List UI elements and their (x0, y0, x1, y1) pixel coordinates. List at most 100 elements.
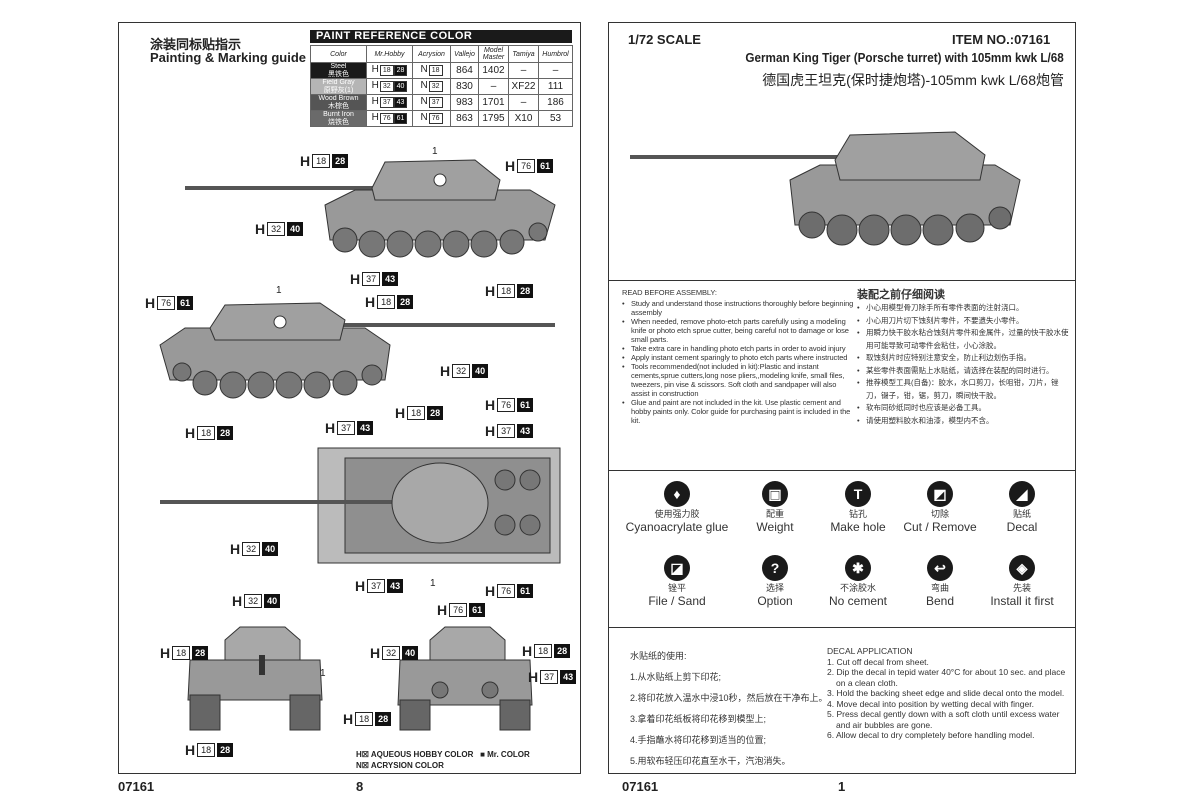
instruction-item-cn: 软布同砂纸同时也应该是必备工具。 (857, 402, 1071, 415)
instruction-item: Study and understand those instructions … (622, 299, 854, 317)
hobby-code: 37 (540, 670, 559, 684)
icon-label: Cut / Remove (903, 520, 977, 534)
mr-color-code: 40 (287, 222, 304, 236)
icon-label-cn: 锉平 (667, 583, 686, 593)
hobby-code: 32 (267, 222, 286, 236)
table-header: Color (310, 45, 367, 63)
icon-label-cn: 使用强力胶 (654, 509, 700, 519)
mm-cell: 1701 (478, 94, 509, 111)
hobby-code: 76 (157, 296, 176, 310)
tank-front-view (187, 626, 323, 731)
instruction-item-cn: 小心用模型骨刀除手所有零件表面的注射浇口。 (857, 302, 1071, 315)
instruction-item: Take extra care in handling photo etch p… (622, 344, 854, 353)
hobby-code: 76 (497, 584, 516, 598)
table-header: Tamiya (508, 45, 539, 63)
icon-label-cn: 选择 (765, 583, 784, 593)
read-before-assembly: READ BEFORE ASSEMBLY: Study and understa… (622, 288, 854, 425)
hobby-code: 37 (362, 272, 381, 286)
tank-top-view (160, 447, 561, 564)
callout-prefix: H (350, 271, 361, 287)
mm-cell: – (478, 78, 509, 95)
tamiya-cell: XF22 (508, 78, 539, 95)
table-header: Acrysion (412, 45, 451, 63)
hobby-code: 76 (449, 603, 468, 617)
mr-color-code: 28 (192, 646, 209, 660)
bend-icon: ↩ (927, 555, 953, 581)
divider (608, 627, 1076, 628)
decal-step: 2. Dip the decal in tepid water 40°C for… (827, 667, 1066, 688)
decal-instructions-cn: 水贴纸的使用: 1.从水贴纸上剪下印花;2.将印花放入温水中浸10秒，然后放在干… (630, 646, 828, 772)
decal-marker: 1 (276, 285, 282, 296)
tank-side-view-left (185, 159, 556, 258)
acrysion-code: 18 (428, 65, 443, 76)
icon-label: Make hole (830, 520, 886, 534)
decal-title: DECAL APPLICATION (827, 646, 913, 656)
callout-prefix: H (185, 742, 196, 758)
tank-cover-illustration (630, 131, 1021, 246)
decal-step: 3. Hold the backing sheet edge and slide… (827, 688, 1065, 698)
hobby-code: 76 (379, 113, 394, 124)
mr-color-code: 43 (382, 272, 399, 286)
decal-step: 6. Allow decal to dry completely before … (827, 730, 1035, 740)
decal-step-cn: 4.手指蘸水将印花移到适当的位置; (630, 735, 767, 745)
hobby-code: 32 (242, 542, 261, 556)
color-name-cn: 黑铁色 (328, 70, 349, 78)
legend-hobby: H☒ AQUEOUS HOBBY COLOR (356, 750, 474, 759)
decal-step-cn: 1.从水贴纸上剪下印花; (630, 672, 722, 682)
decal-step-cn: 2.将印花放入温水中浸10秒，然后放在干净布上。 (630, 693, 828, 703)
mr-color-code: 61 (393, 113, 408, 124)
callout-prefix: H (505, 158, 516, 174)
hobby-code: 32 (382, 646, 401, 660)
instruction-item-cn: 用瞬力快干胶水粘合蚀刻片零件和金属件，过量的快干胶水使用可能导致可动零件会粘住，… (857, 327, 1071, 352)
mr-color-code: 61 (537, 159, 554, 173)
callout-prefix: H (522, 643, 533, 659)
tamiya-cell: – (508, 62, 539, 79)
hobby-code: 18 (355, 712, 374, 726)
vallejo-cell: 864 (450, 62, 479, 79)
mr-color-code: 28 (217, 743, 234, 757)
scale-label: 1/72 SCALE (628, 32, 701, 47)
tamiya-cell: – (508, 94, 539, 111)
hobby-code: 37 (497, 424, 516, 438)
mr-color-code: 43 (517, 424, 534, 438)
icon-label: File / Sand (648, 594, 706, 608)
divider (608, 470, 1076, 471)
hobby-code: 18 (172, 646, 191, 660)
icon-label: Decal (1006, 520, 1038, 534)
right-page-number: 1 (838, 779, 846, 794)
instruction-item-cn: 推荐模型工具(自备)：胶水，水口剪刀，长咀钳，刀片，锉刀，镊子，钳，锯，剪刀，瞬… (857, 377, 1071, 402)
product-title: German King Tiger (Porsche turret) with … (745, 50, 1064, 65)
mr-color-code: 61 (517, 398, 534, 412)
decal-step: 1. Cut off decal from sheet. (827, 656, 929, 667)
mr-color-code: 43 (387, 579, 404, 593)
decal-instructions: DECAL APPLICATION 1. Cut off decal from … (827, 646, 1072, 741)
drill-icon: T (845, 481, 871, 507)
callout-prefix: H (485, 583, 496, 599)
decal-marker: 1 (320, 668, 326, 679)
table-header: Vallejo (450, 45, 479, 63)
decal-marker: 1 (432, 146, 438, 157)
callout-prefix: H (300, 153, 311, 169)
instruction-item-cn: 某些零件表面需贴上水贴纸，请选择在装配的同时进行。 (857, 365, 1071, 378)
